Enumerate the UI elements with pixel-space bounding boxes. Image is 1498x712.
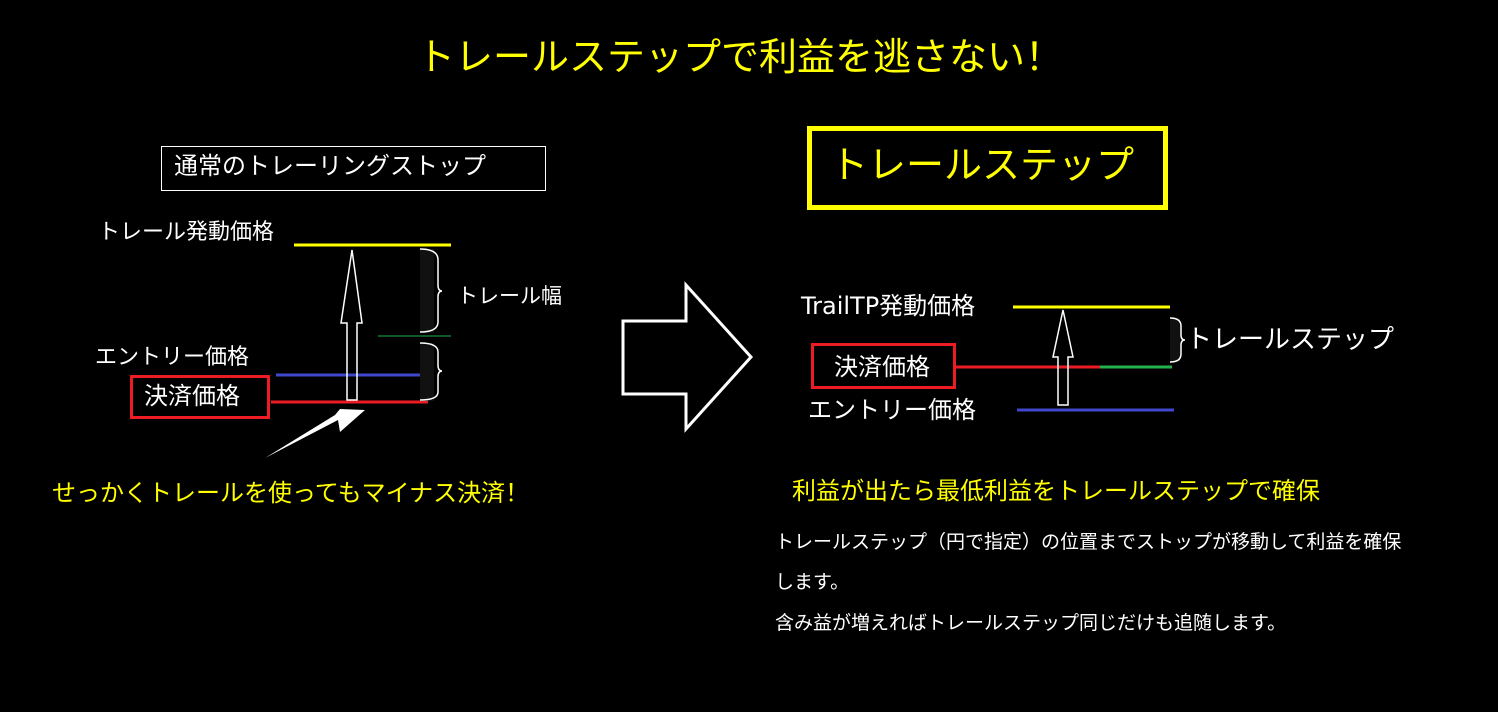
left-heading-box <box>161 146 546 191</box>
right-heading-box <box>807 126 1168 210</box>
pointer-arrow-icon <box>265 409 365 458</box>
left-heading: 通常のトレーリングストップ <box>174 152 486 180</box>
left-brace-2-icon <box>419 342 443 401</box>
right-up-arrow-icon <box>1052 309 1074 406</box>
right-entry-label: エントリー価格 <box>808 396 976 424</box>
left-exit-box <box>130 375 270 419</box>
left-trail-width-label: トレール幅 <box>457 284 562 308</box>
right-caption: 利益が出たら最低利益をトレールステップで確保 <box>792 477 1320 505</box>
left-up-arrow-icon <box>340 249 363 401</box>
right-heading: トレールステップ <box>830 143 1135 187</box>
left-caption: せっかくトレールを使ってもマイナス決済！ <box>52 479 530 507</box>
left-exit-label: 決済価格 <box>144 382 240 410</box>
page-title: トレールステップで利益を逃さない！ <box>416 35 1063 79</box>
left-entry-label: エントリー価格 <box>95 345 250 370</box>
right-exit-label: 決済価格 <box>834 353 930 381</box>
right-exit-box <box>811 343 956 389</box>
left-brace-icon <box>419 248 443 333</box>
right-step-label: トレールステップ <box>1186 325 1395 355</box>
big-right-arrow-icon <box>621 281 754 433</box>
description-line-3: 含み益が増えればトレールステップ同じだけも追随します。 <box>775 612 1287 634</box>
right-trigger-label: TrailTP発動価格 <box>801 292 976 320</box>
description-line-2: します。 <box>775 571 850 593</box>
right-brace-icon <box>1169 317 1186 363</box>
left-trigger-label: トレール発動価格 <box>98 220 275 245</box>
description-line-1: トレールステップ（円で指定）の位置までストップが移動して利益を確保 <box>775 531 1402 553</box>
